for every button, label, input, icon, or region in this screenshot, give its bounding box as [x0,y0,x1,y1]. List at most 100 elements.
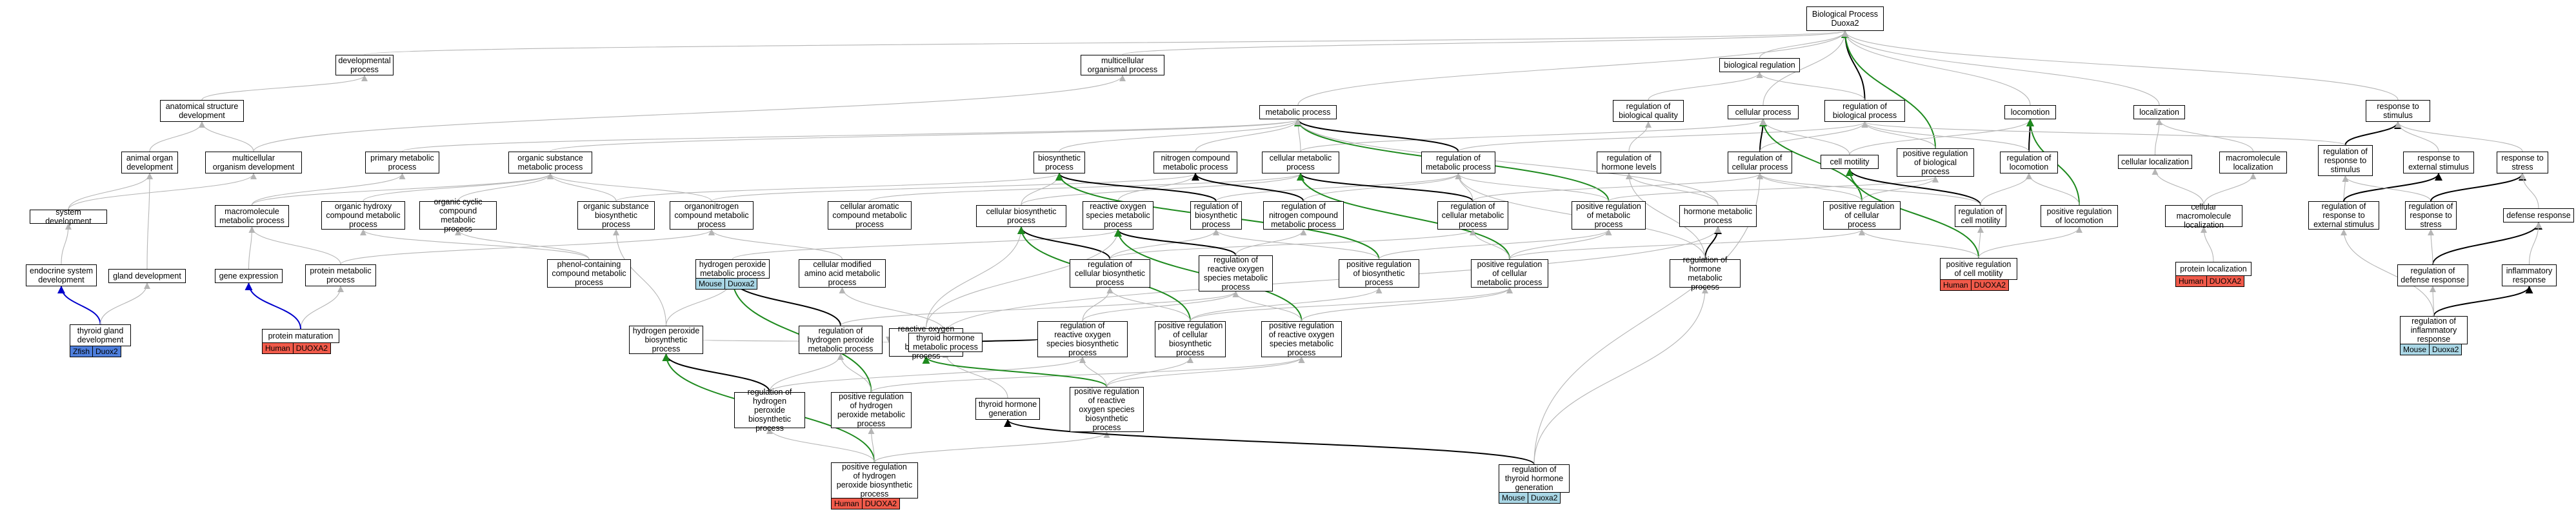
go-term-posregrosbp[interactable]: positive regulation of reactive oxygen s… [1070,387,1144,432]
go-term-cellloc[interactable]: cellular localization [2118,155,2192,169]
go-term-ohcmp[interactable]: organic hydroxy compound metabolic proce… [321,201,405,230]
go-term-posregcmp[interactable]: positive regulation of cellular metaboli… [1471,259,1548,288]
go-term-cmacloc[interactable]: cellular macromolecule localization [2165,202,2242,230]
go-term-macloc[interactable]: macromolecule localization [2219,152,2287,173]
gene-tag[interactable]: DUOXA2 [862,498,901,509]
go-term-ncmp[interactable]: nitrogen compound metabolic process [1153,152,1237,173]
go-term-posregcbp[interactable]: positive regulation of cellular biosynth… [1155,321,1226,357]
go-term-posregcp[interactable]: positive regulation of cellular process [1823,201,1901,230]
go-term-macmp[interactable]: macromolecule metabolic process [215,205,289,227]
go-term-local[interactable]: localization [2133,105,2185,119]
go-term-posregmp[interactable]: positive regulation of metabolic process [1572,201,1646,230]
species-tag[interactable]: Human [831,498,863,509]
go-term-posregh2o2bp[interactable]: positive regulation of hydrogen peroxide… [831,462,918,498]
go-term-regcm[interactable]: regulation of cell motility [1955,205,2006,227]
go-term-aod[interactable]: animal organ development [121,152,178,173]
go-term-cellmot[interactable]: cell motility [1821,155,1879,169]
go-term-protloc[interactable]: protein localization [2175,262,2252,276]
go-term-posregcm[interactable]: positive regulation of cell motility [1940,258,2017,280]
species-tag[interactable]: Mouse [2400,344,2430,355]
go-term-regbq[interactable]: regulation of biological quality [1613,100,1684,122]
go-term-cellproc[interactable]: cellular process [1728,105,1799,119]
go-term-regdef[interactable]: regulation of defense response [2397,264,2468,286]
go-term-sysdev[interactable]: system development [30,208,107,226]
go-term-occmp[interactable]: organic cyclic compound metabolic proces… [419,197,497,233]
species-tag[interactable]: Human [262,342,294,354]
go-term-geneexp[interactable]: gene expression [215,269,283,283]
go-term-mod[interactable]: multicellular organism development [205,152,302,173]
gene-tag[interactable]: Duoxa2 [725,278,758,290]
go-term-regmp[interactable]: regulation of metabolic process [1421,152,1495,173]
go-term-rosmp[interactable]: reactive oxygen species metabolic proces… [1083,201,1153,230]
gene-tag[interactable]: Duox2 [93,346,121,357]
go-term-h2o2bp[interactable]: hydrogen peroxide biosynthetic process [629,326,703,354]
go-term-pccmp[interactable]: phenol-containing compound metabolic pro… [547,259,631,288]
go-term-regcp[interactable]: regulation of cellular process [1728,152,1792,173]
go-term-osmp[interactable]: organic substance metabolic process [508,152,592,173]
go-term-regloco[interactable]: regulation of locomotion [2000,152,2058,173]
go-term-thgen[interactable]: thyroid hormone generation [975,398,1040,420]
go-term-osbp[interactable]: organic substance biosynthetic process [577,201,655,230]
go-term-protmat[interactable]: protein maturation [262,329,339,343]
edge-is_a [615,173,1063,202]
go-term-resext[interactable]: response to external stimulus [2403,152,2474,173]
go-term-bp[interactable]: Biological Process Duoxa2 [1806,6,1884,31]
go-term-dev[interactable]: developmental process [335,55,394,75]
go-term-posregrosmp[interactable]: positive regulation of reactive oxygen s… [1261,321,1342,357]
species-tag[interactable]: Mouse [695,278,726,290]
go-term-regresstress[interactable]: regulation of response to stress [2405,201,2457,230]
go-term-cbp[interactable]: cellular biosynthetic process [976,205,1066,227]
go-term-resp[interactable]: response to stimulus [2366,100,2430,122]
go-term-resstress[interactable]: response to stress [2497,152,2548,173]
go-term-metab[interactable]: metabolic process [1259,105,1337,119]
gene-tag[interactable]: DUOXA2 [293,342,332,354]
go-term-pmp[interactable]: primary metabolic process [365,152,439,173]
gene-tag[interactable]: DUOXA2 [1971,279,2010,291]
go-term-regh2o2mp[interactable]: regulation of hydrogen peroxide metaboli… [799,326,883,354]
go-term-regrs[interactable]: regulation of response to stimulus [2318,145,2373,176]
go-term-biosyn[interactable]: biosynthetic process [1033,152,1085,173]
go-term-biolreg[interactable]: biological regulation [1719,58,1800,72]
go-term-h2o2mp[interactable]: hydrogen peroxide metabolic process [695,259,770,279]
edge-is_a [68,173,257,210]
go-term-regrosmp[interactable]: regulation of reactive oxygen species me… [1199,255,1273,291]
go-term-tgd[interactable]: thyroid gland development [70,324,131,346]
gene-tag[interactable]: DUOXA2 [2206,275,2245,287]
gene-tag[interactable]: Duoxa2 [1528,492,1561,504]
go-term-regncmp[interactable]: regulation of nitrogen compound metaboli… [1263,201,1344,230]
go-term-asd[interactable]: anatomical structure development [160,100,244,122]
go-term-inflam[interactable]: inflammatory response [2502,264,2557,286]
species-tag[interactable]: Zfish [70,346,94,357]
go-term-thmp[interactable]: thyroid hormone metabolic process [908,333,983,352]
species-tag[interactable]: Human [2175,275,2207,287]
go-term-posregbp[interactable]: positive regulation of biological proces… [1897,148,1974,177]
go-term-loco[interactable]: locomotion [2004,105,2056,119]
go-term-regbio[interactable]: regulation of biosynthetic process [1190,201,1242,230]
go-term-cmaamp[interactable]: cellular modified amino acid metabolic p… [799,259,886,288]
go-term-protmp[interactable]: protein metabolic process [305,264,376,286]
gene-tag[interactable]: Duoxa2 [2430,344,2462,355]
go-term-posregbio[interactable]: positive regulation of biosynthetic proc… [1339,259,1419,288]
species-tag[interactable]: Mouse [1499,492,1529,504]
go-term-reghl[interactable]: regulation of hormone levels [1597,152,1661,173]
go-term-morg[interactable]: multicellular organismal process [1081,55,1164,75]
go-term-regrosbp[interactable]: regulation of reactive oxygen species bi… [1037,321,1128,357]
go-term-regresext[interactable]: regulation of response to external stimu… [2308,201,2379,230]
go-term-regcbp[interactable]: regulation of cellular biosynthetic proc… [1070,259,1150,288]
go-term-regh2o2bp[interactable]: regulation of hydrogen peroxide biosynth… [734,388,805,433]
go-term-oncmp[interactable]: organonitrogen compound metabolic proces… [670,201,754,230]
go-term-defresp[interactable]: defense response [2503,208,2574,222]
go-term-posregloco[interactable]: positive regulation of locomotion [2041,205,2118,227]
go-term-reginflam[interactable]: regulation of inflammatory response [2400,316,2468,344]
go-term-regbp[interactable]: regulation of biological process [1824,100,1905,122]
go-term-cmp[interactable]: cellular metabolic process [1262,152,1339,173]
go-term-regthgen[interactable]: regulation of thyroid hormone generation [1499,464,1570,493]
go-term-cacmp[interactable]: cellular aromatic compound metabolic pro… [828,201,912,230]
go-term-hmp[interactable]: hormone metabolic process [1679,205,1757,227]
go-term-posregh2o2mp[interactable]: positive regulation of hydrogen peroxide… [831,392,912,428]
go-term-endo[interactable]: endocrine system development [26,264,97,286]
species-tag[interactable]: Human [1940,279,1972,291]
go-term-reghmp[interactable]: regulation of hormone metabolic process [1670,255,1741,291]
go-term-regcmp[interactable]: regulation of cellular metabolic process [1437,201,1508,230]
go-term-gland[interactable]: gland development [108,269,186,283]
